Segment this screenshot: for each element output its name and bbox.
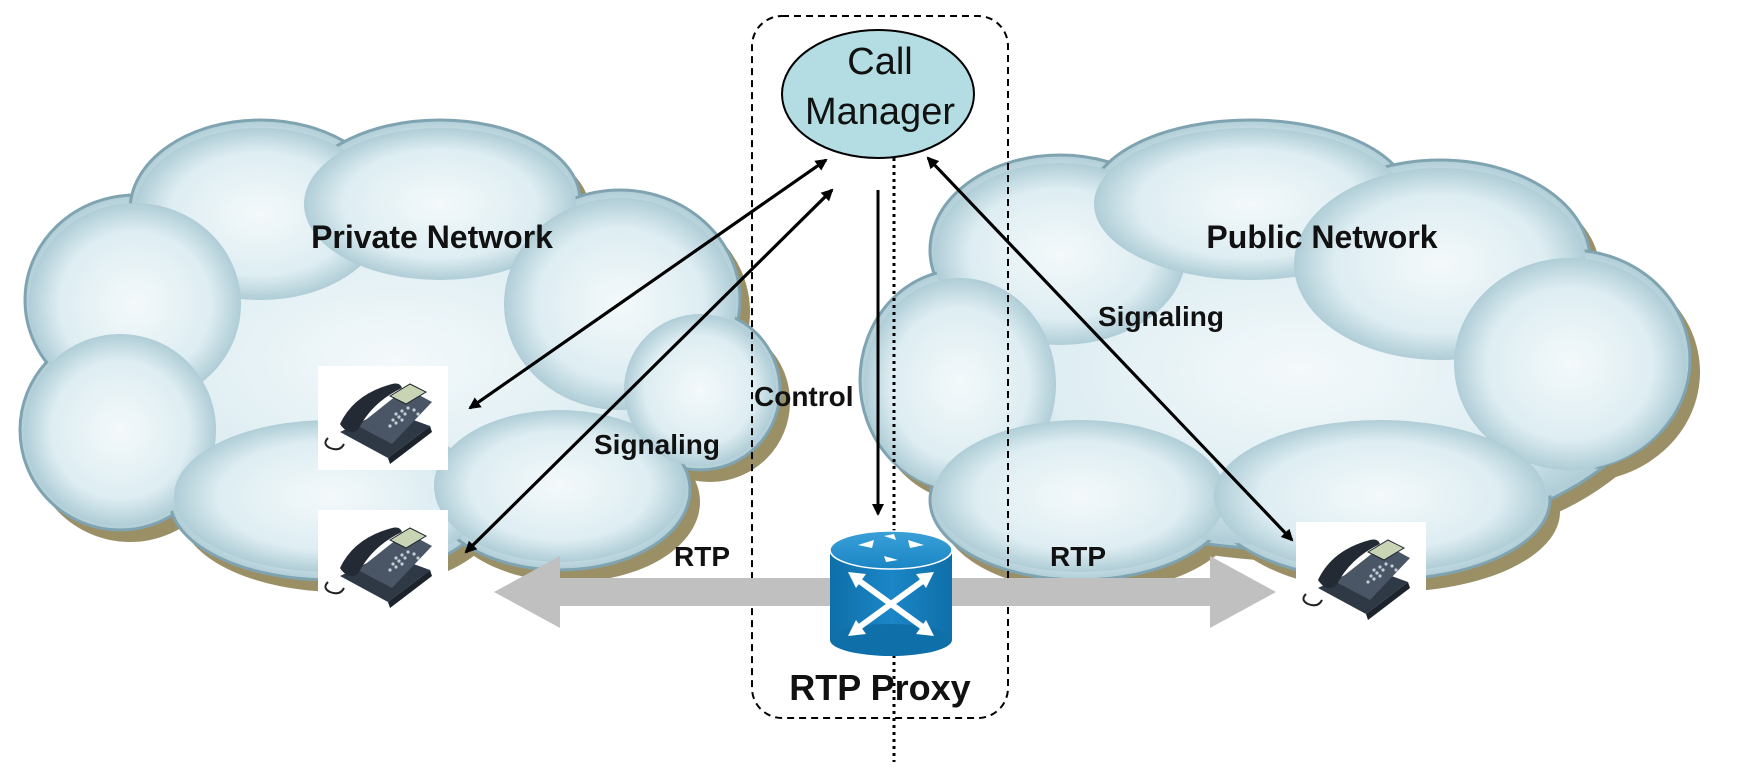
public-network-cloud [858, 118, 1700, 592]
desk-phone-icon [317, 509, 449, 615]
private-network-cloud [18, 118, 790, 592]
call-manager-line1: Call [847, 41, 912, 83]
signaling-left-label: Signaling [594, 429, 720, 460]
signaling-arrow-phone-3-return [926, 156, 1294, 542]
rtp-left-label: RTP [674, 541, 730, 572]
signaling-arrow-phone-2-return [464, 188, 834, 554]
call-manager-line2: Manager [805, 91, 955, 133]
signaling-arrow-phone-1-return [469, 158, 828, 410]
rtp-right-label: RTP [1050, 541, 1106, 572]
signaling-right-label: Signaling [1098, 301, 1224, 332]
desk-phone-icon [1295, 521, 1427, 627]
rtp-proxy-label: RTP Proxy [789, 667, 970, 708]
control-label: Control [754, 381, 854, 412]
rtp-proxy-boundary [751, 15, 1009, 719]
public-network-label: Public Network [1206, 219, 1437, 255]
router-icon [829, 530, 953, 656]
call-manager-node [781, 29, 975, 159]
cloud-fill [864, 128, 1686, 572]
desk-phone-icon [317, 365, 449, 471]
private-network-label: Private Network [311, 219, 553, 255]
signaling-arrows [464, 156, 1294, 554]
cloud-fill [24, 128, 776, 572]
